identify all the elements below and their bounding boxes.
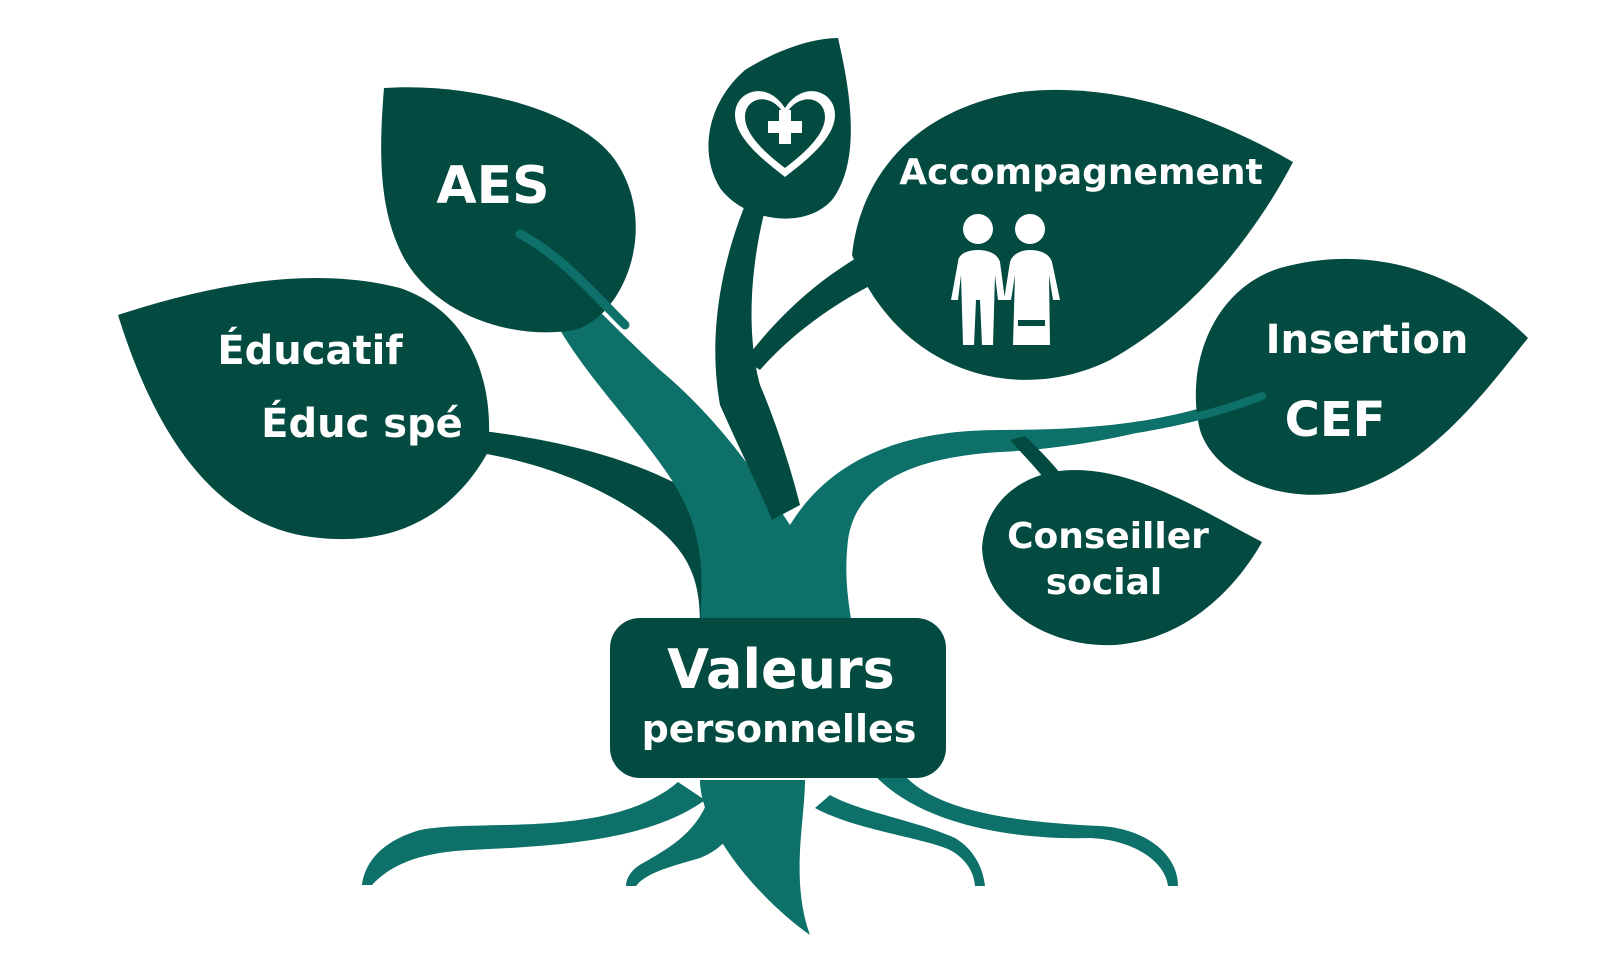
root-far-right xyxy=(870,770,1178,886)
branch-aes-stem xyxy=(515,229,630,330)
root-far-left xyxy=(362,782,705,885)
branch-conseiller-stem xyxy=(1010,436,1064,484)
tree-roots xyxy=(362,770,1178,935)
leaf-label-educ-spe: Éduc spé xyxy=(261,399,463,447)
center-label-line2: personnelles xyxy=(642,707,917,751)
heart-with-cross-icon xyxy=(735,91,835,177)
leaf-label-educatif: Éducatif xyxy=(217,326,403,374)
leaf-label-aes: AES xyxy=(436,156,549,216)
leaf-educatif xyxy=(118,278,490,540)
leaf-label-accompagnement: Accompagnement xyxy=(899,152,1262,193)
leaf-label-cef: CEF xyxy=(1285,392,1386,448)
branch-health-stem xyxy=(715,205,800,520)
leaf-label-conseiller-line1: Conseiller xyxy=(1007,516,1209,557)
leaf-label-insertion: Insertion xyxy=(1266,317,1469,363)
leaf-label-conseiller-line2: social xyxy=(1046,562,1162,603)
branch-left xyxy=(475,430,768,625)
branch-accompagnement-stem xyxy=(745,245,885,370)
root-right-mid xyxy=(815,795,985,886)
center-box: Valeurs personnelles xyxy=(610,618,946,778)
branch-cef-stem xyxy=(1036,392,1266,442)
tree-branches xyxy=(475,205,1245,625)
trunk xyxy=(500,230,1245,625)
root-left-mid xyxy=(626,800,740,886)
center-label-line1: Valeurs xyxy=(667,638,895,701)
leaf-conseiller-social xyxy=(982,470,1262,646)
leaf-insertion-cef xyxy=(1195,258,1528,495)
two-people-icon xyxy=(951,214,1060,345)
